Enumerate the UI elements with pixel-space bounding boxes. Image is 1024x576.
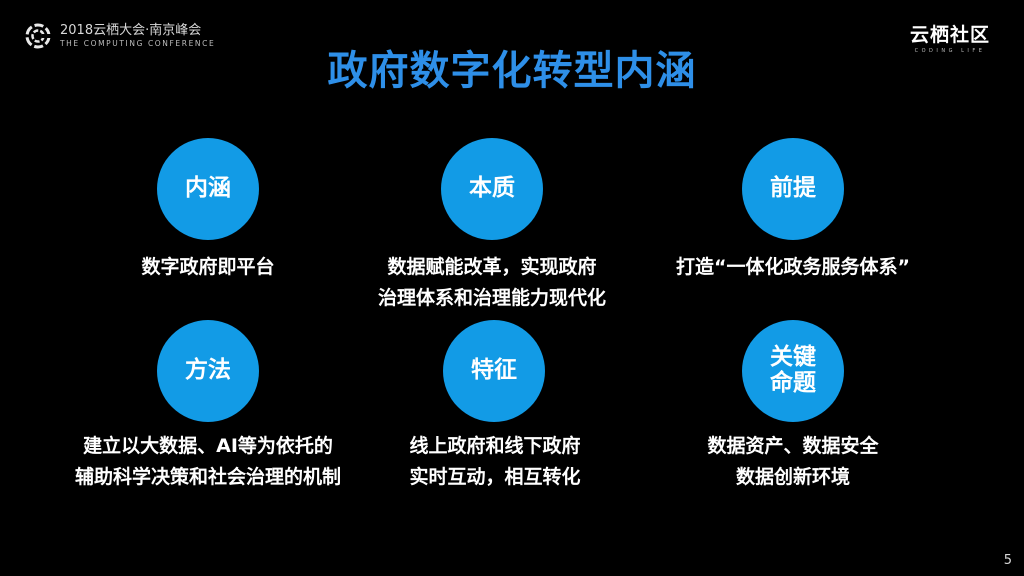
community-logo-text: 云栖社区 xyxy=(909,24,990,46)
desc-line: 数据赋能改革，实现政府 xyxy=(387,256,597,278)
circle-label: 特征 xyxy=(471,357,517,384)
desc-line: 打造“一体化政务服务体系” xyxy=(676,256,910,278)
desc-line: 数据资产、数据安全 xyxy=(707,435,879,457)
circle-label: 方法 xyxy=(185,357,231,384)
circle-label-line: 关键 xyxy=(770,344,816,371)
circle-neihan: 内涵 xyxy=(157,138,259,240)
circle-fangfa: 方法 xyxy=(157,320,259,422)
desc-benzhi: 数据赋能改革，实现政府 治理体系和治理能力现代化 xyxy=(342,252,642,314)
desc-line: 辅助科学决策和社会治理的机制 xyxy=(74,466,341,488)
circle-tezheng: 特征 xyxy=(443,320,545,422)
circle-label-line: 命题 xyxy=(770,370,816,396)
desc-neihan: 数字政府即平台 xyxy=(68,252,348,283)
circle-label: 本质 xyxy=(469,175,515,202)
desc-line: 线上政府和线下政府 xyxy=(409,435,581,457)
conference-logo-icon xyxy=(25,23,52,49)
desc-tezheng: 线上政府和线下政府 实时互动，相互转化 xyxy=(355,431,635,493)
slide-title: 政府数字化转型内涵 xyxy=(327,48,697,94)
desc-qianti: 打造“一体化政务服务体系” xyxy=(640,252,946,283)
desc-line: 实时互动，相互转化 xyxy=(409,466,581,488)
conference-logo: 2018云栖大会·南京峰会 THE COMPUTING CONFERENCE xyxy=(24,22,215,50)
circle-label: 前提 xyxy=(770,175,816,202)
circle-benzhi: 本质 xyxy=(441,138,543,240)
community-logo: 云栖社区 CODING LIFE xyxy=(910,20,990,54)
desc-guanjian-mingti: 数据资产、数据安全 数据创新环境 xyxy=(653,431,933,493)
conference-name: 2018云栖大会·南京峰会 xyxy=(60,23,202,39)
desc-line: 治理体系和治理能力现代化 xyxy=(377,287,606,309)
conference-subtitle: THE COMPUTING CONFERENCE xyxy=(60,39,216,49)
circle-guanjian-mingti: 关键 命题 xyxy=(742,320,844,422)
desc-line: 数字政府即平台 xyxy=(141,256,275,278)
desc-line: 建立以大数据、AI等为依托的 xyxy=(83,435,333,457)
circle-label: 内涵 xyxy=(185,175,231,202)
desc-line: 数据创新环境 xyxy=(735,466,850,488)
page-number: 5 xyxy=(1003,553,1012,568)
desc-fangfa: 建立以大数据、AI等为依托的 辅助科学决策和社会治理的机制 xyxy=(48,431,368,493)
community-logo-subtext: CODING LIFE xyxy=(914,48,986,54)
circle-qianti: 前提 xyxy=(742,138,844,240)
